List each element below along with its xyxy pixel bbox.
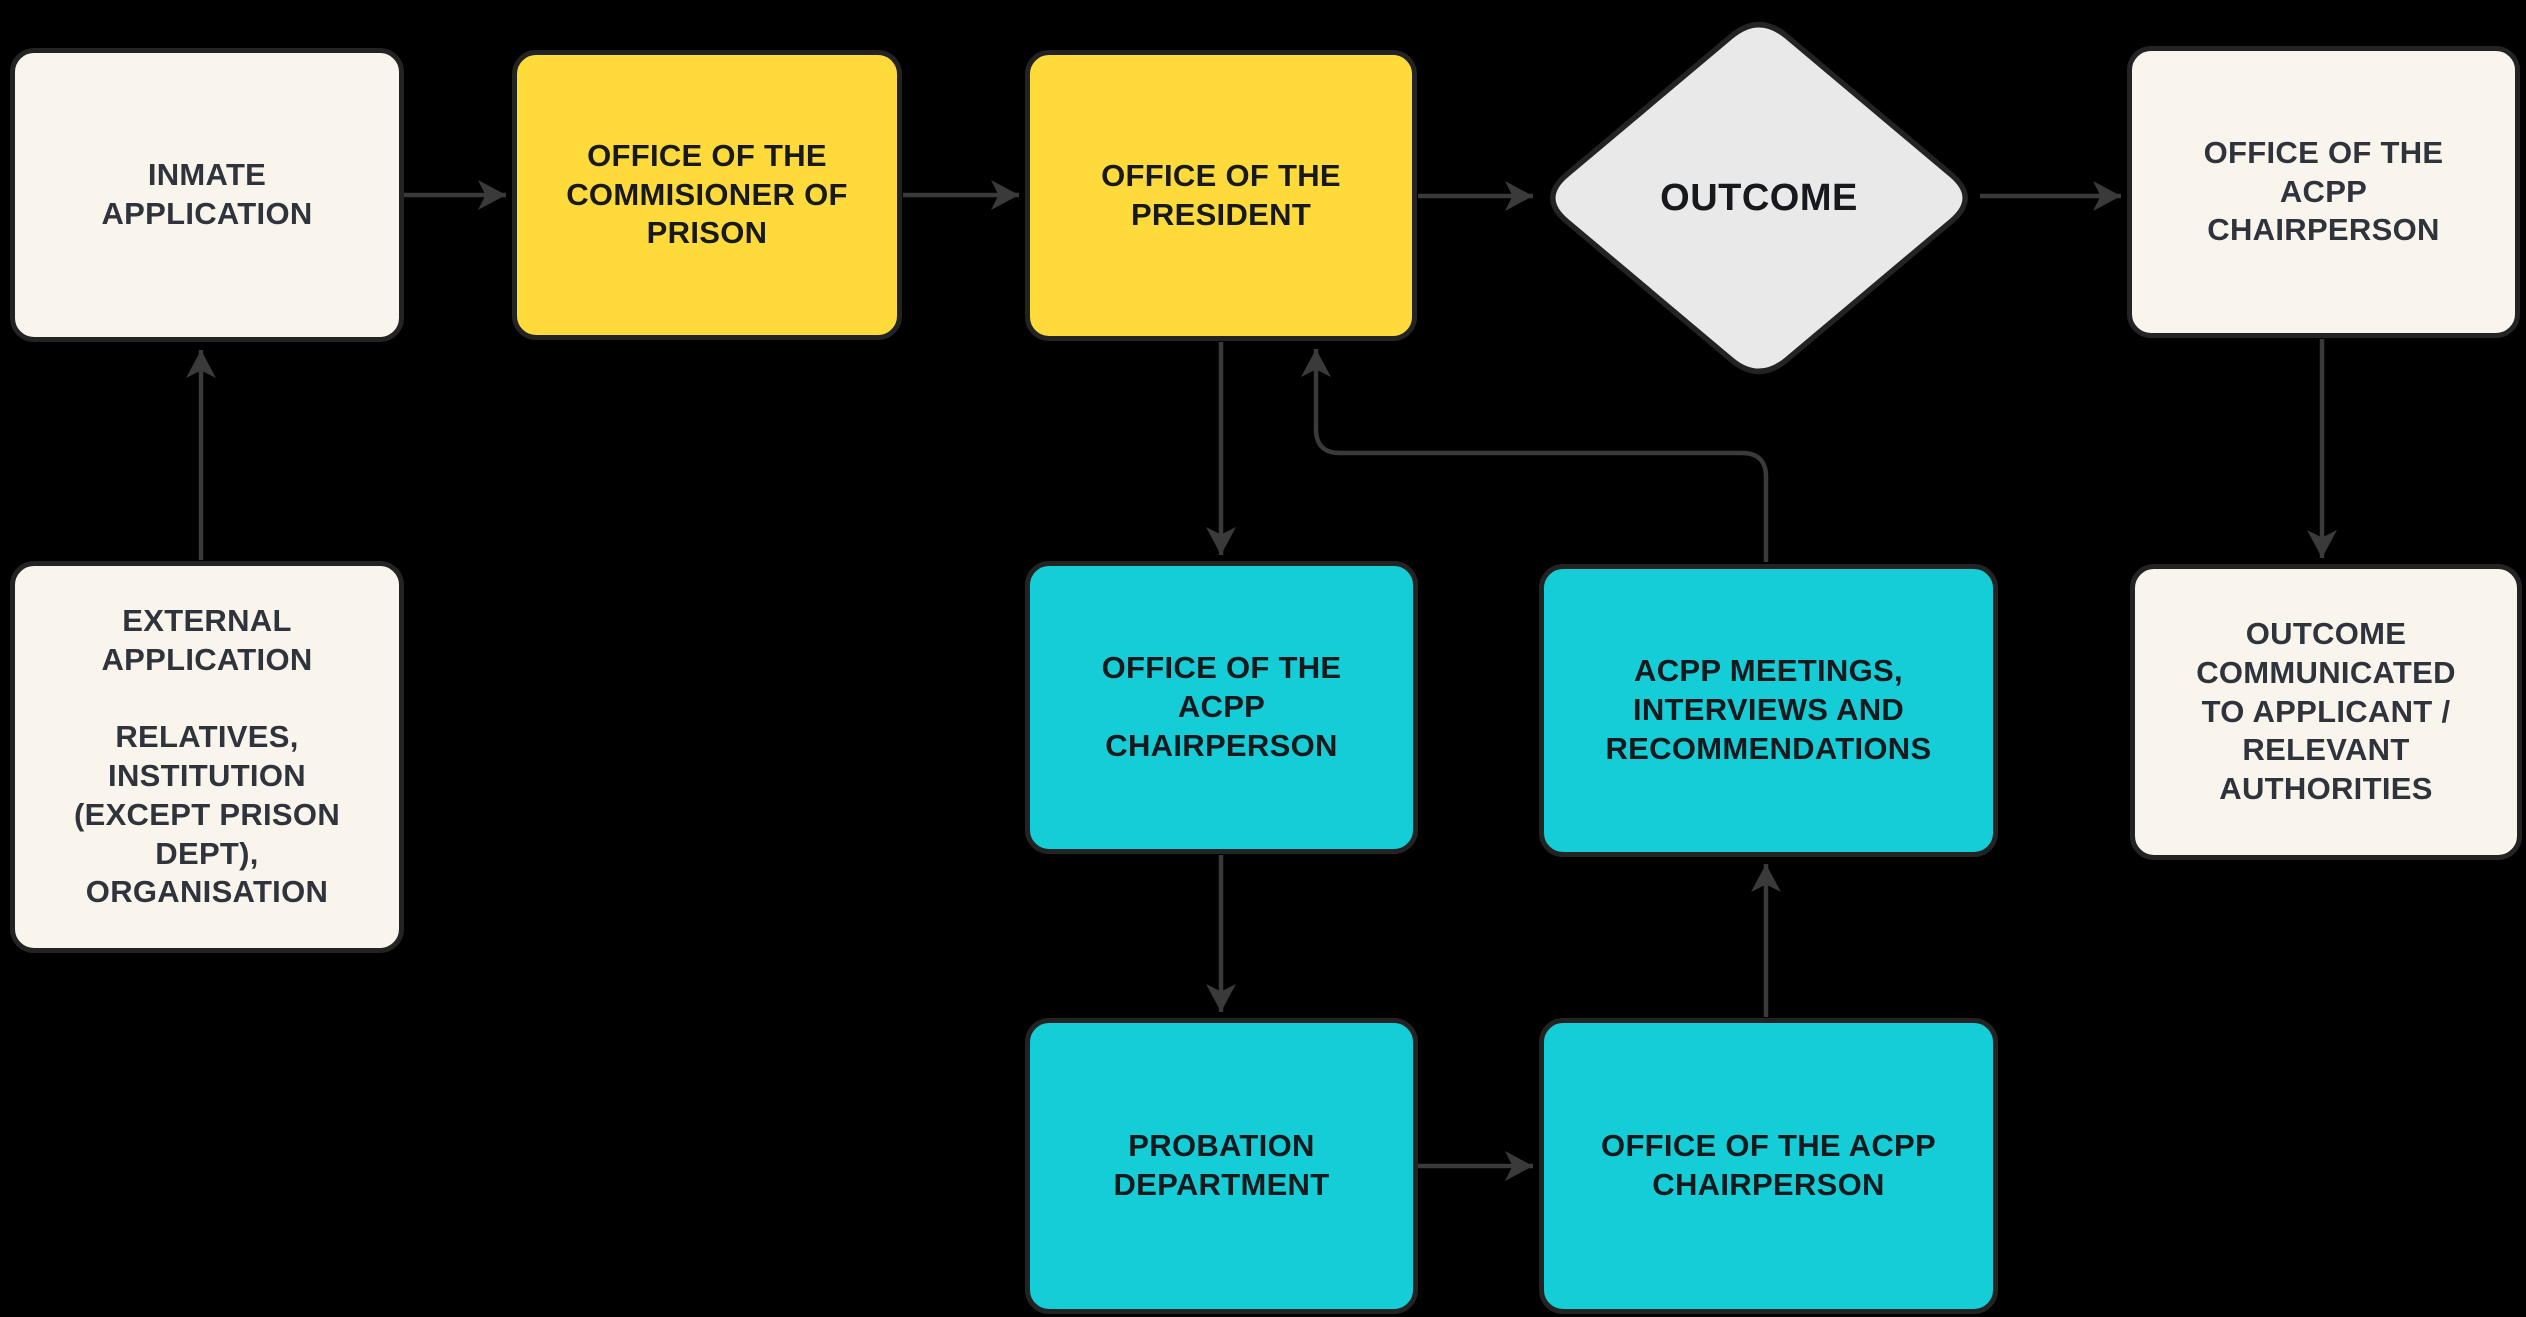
- node-acpp-mid-label: OFFICE OF THE ACPP CHAIRPERSON: [1101, 650, 1342, 763]
- edge-meetings-to-president: [1301, 349, 1769, 562]
- node-acpp-meetings-interviews-recommendations: ACPP MEETINGS, INTERVIEWS AND RECOMMENDA…: [1539, 564, 1998, 857]
- node-meetings-label: ACPP MEETINGS, INTERVIEWS AND RECOMMENDA…: [1605, 653, 1932, 766]
- node-probation-department: PROBATION DEPARTMENT: [1025, 1018, 1418, 1314]
- node-office-of-the-acpp-chairperson-top: OFFICE OF THE ACPP CHAIRPERSON: [2127, 46, 2520, 338]
- node-external-application-label: EXTERNAL APPLICATION RELATIVES, INSTITUT…: [73, 603, 341, 910]
- node-outcome-communicated-label: OUTCOME COMMUNICATED TO APPLICANT / RELE…: [2196, 616, 2456, 807]
- node-probation-label: PROBATION DEPARTMENT: [1113, 1128, 1330, 1202]
- outcome-diamond-shape: [1550, 21, 1968, 375]
- node-outcome-label: OUTCOME: [1660, 176, 1858, 219]
- node-president-label: OFFICE OF THE PRESIDENT: [1101, 157, 1341, 232]
- node-office-of-the-acpp-chairperson-middle: OFFICE OF THE ACPP CHAIRPERSON: [1025, 561, 1418, 854]
- node-outcome-communicated: OUTCOME COMMUNICATED TO APPLICANT / RELE…: [2130, 564, 2522, 860]
- node-commisioner-label: OFFICE OF THE COMMISIONER OF PRISON: [566, 137, 848, 251]
- node-acpp-bottom-label: OFFICE OF THE ACPP CHAIRPERSON: [1601, 1128, 1936, 1202]
- node-office-of-the-president: OFFICE OF THE PRESIDENT: [1025, 50, 1417, 341]
- node-external-application: EXTERNAL APPLICATION RELATIVES, INSTITUT…: [10, 561, 404, 953]
- node-inmate-application-label: INMATE APPLICATION: [101, 157, 313, 231]
- node-office-of-the-acpp-chairperson-bottom: OFFICE OF THE ACPP CHAIRPERSON: [1539, 1018, 1998, 1314]
- node-acpp-top-label: OFFICE OF THE ACPP CHAIRPERSON: [2203, 134, 2444, 248]
- node-outcome-decision: OUTCOME: [1579, 168, 1939, 228]
- node-inmate-application: INMATE APPLICATION: [10, 48, 404, 342]
- node-office-of-the-commisioner-of-prison: OFFICE OF THE COMMISIONER OF PRISON: [512, 50, 902, 340]
